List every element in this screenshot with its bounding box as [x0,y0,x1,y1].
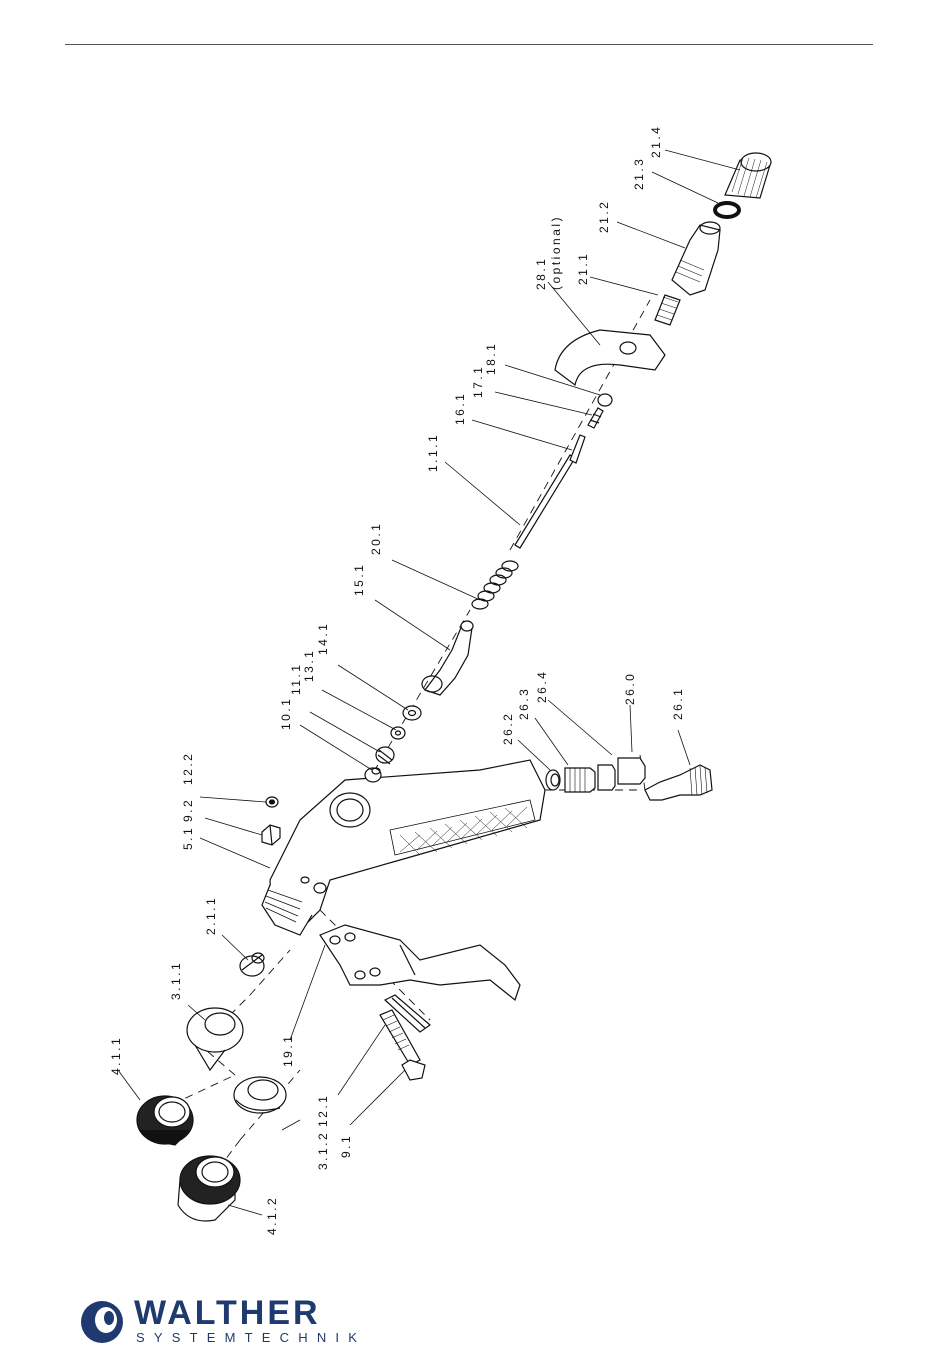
label-21-3: 21.3 [632,157,646,190]
part-labels: 4.1.1 4.1.2 3.1.1 3.1.2 2.1.1 5.1 9.2 12… [109,125,685,1235]
label-2-1-1: 2.1.1 [204,896,218,935]
part-21-2 [672,222,720,295]
label-21-1: 21.1 [576,252,590,285]
label-20-1: 20.1 [369,522,383,555]
label-26-0: 26.0 [623,672,637,705]
part-12-2 [266,797,278,807]
part-3-1-2 [234,1077,286,1113]
label-1-1-1: 1.1.1 [426,433,440,472]
part-26-2 [546,770,560,790]
part-19-1-trigger [320,925,520,1000]
label-3-1-2: 3.1.2 [316,1131,330,1170]
label-12-2: 12.2 [181,752,195,785]
label-28-1: 28.1 [534,257,548,290]
part-17-1 [588,408,603,428]
label-26-4: 26.4 [535,670,549,703]
label-21-4: 21.4 [649,125,663,158]
label-19-1: 19.1 [281,1034,295,1067]
part-3-1-1 [187,1008,243,1070]
label-4-1-2: 4.1.2 [265,1196,279,1235]
label-26-2: 26.2 [501,712,515,745]
part-21-1 [655,295,680,325]
part-9-2 [262,825,280,845]
part-26-3 [565,768,595,792]
part-1-1-1-needle [515,455,575,548]
label-26-3: 26.3 [517,687,531,720]
label-9-2: 9.2 [181,798,195,822]
label-16-1: 16.1 [453,392,467,425]
part-18-1 [598,394,612,406]
part-5-1-gun-body [262,760,545,935]
part-4-1-2 [178,1156,240,1221]
part-26-1 [645,765,712,800]
label-4-1-1: 4.1.1 [109,1036,123,1075]
part-26-0 [618,758,645,784]
logo-subtitle: SYSTEMTECHNIK [136,1330,366,1346]
part-21-3 [715,203,739,217]
label-14-1: 14.1 [316,622,330,655]
label-17-1: 17.1 [471,365,485,398]
part-26-4 [598,765,615,790]
label-9-1: 9.1 [339,1134,353,1158]
logo-brand: WALTHER [134,1296,321,1330]
part-15-1 [422,621,473,695]
label-18-1: 18.1 [484,342,498,375]
part-21-4 [725,153,771,198]
label-13-1: 13.1 [302,649,316,682]
part-2-1-1 [240,953,264,976]
label-21-2: 21.2 [597,200,611,233]
walther-logo-mark-icon [78,1298,126,1346]
label-11-1: 11.1 [289,663,303,695]
label-15-1: 15.1 [352,563,366,596]
part-4-1-1 [137,1096,193,1145]
label-3-1-1: 3.1.1 [169,961,183,1000]
label-12-1: 12.1 [316,1094,330,1127]
part-20-1-spring [472,561,518,609]
label-26-1: 26.1 [671,687,685,720]
label-28-1-optional: (optional) [549,215,563,290]
part-28-1-hook [555,330,665,385]
part-11-1 [376,747,394,764]
label-10-1: 10.1 [279,697,293,730]
label-5-1: 5.1 [181,826,195,850]
part-10-1 [365,768,381,782]
walther-logo: WALTHER SYSTEMTECHNIK [78,1294,368,1350]
